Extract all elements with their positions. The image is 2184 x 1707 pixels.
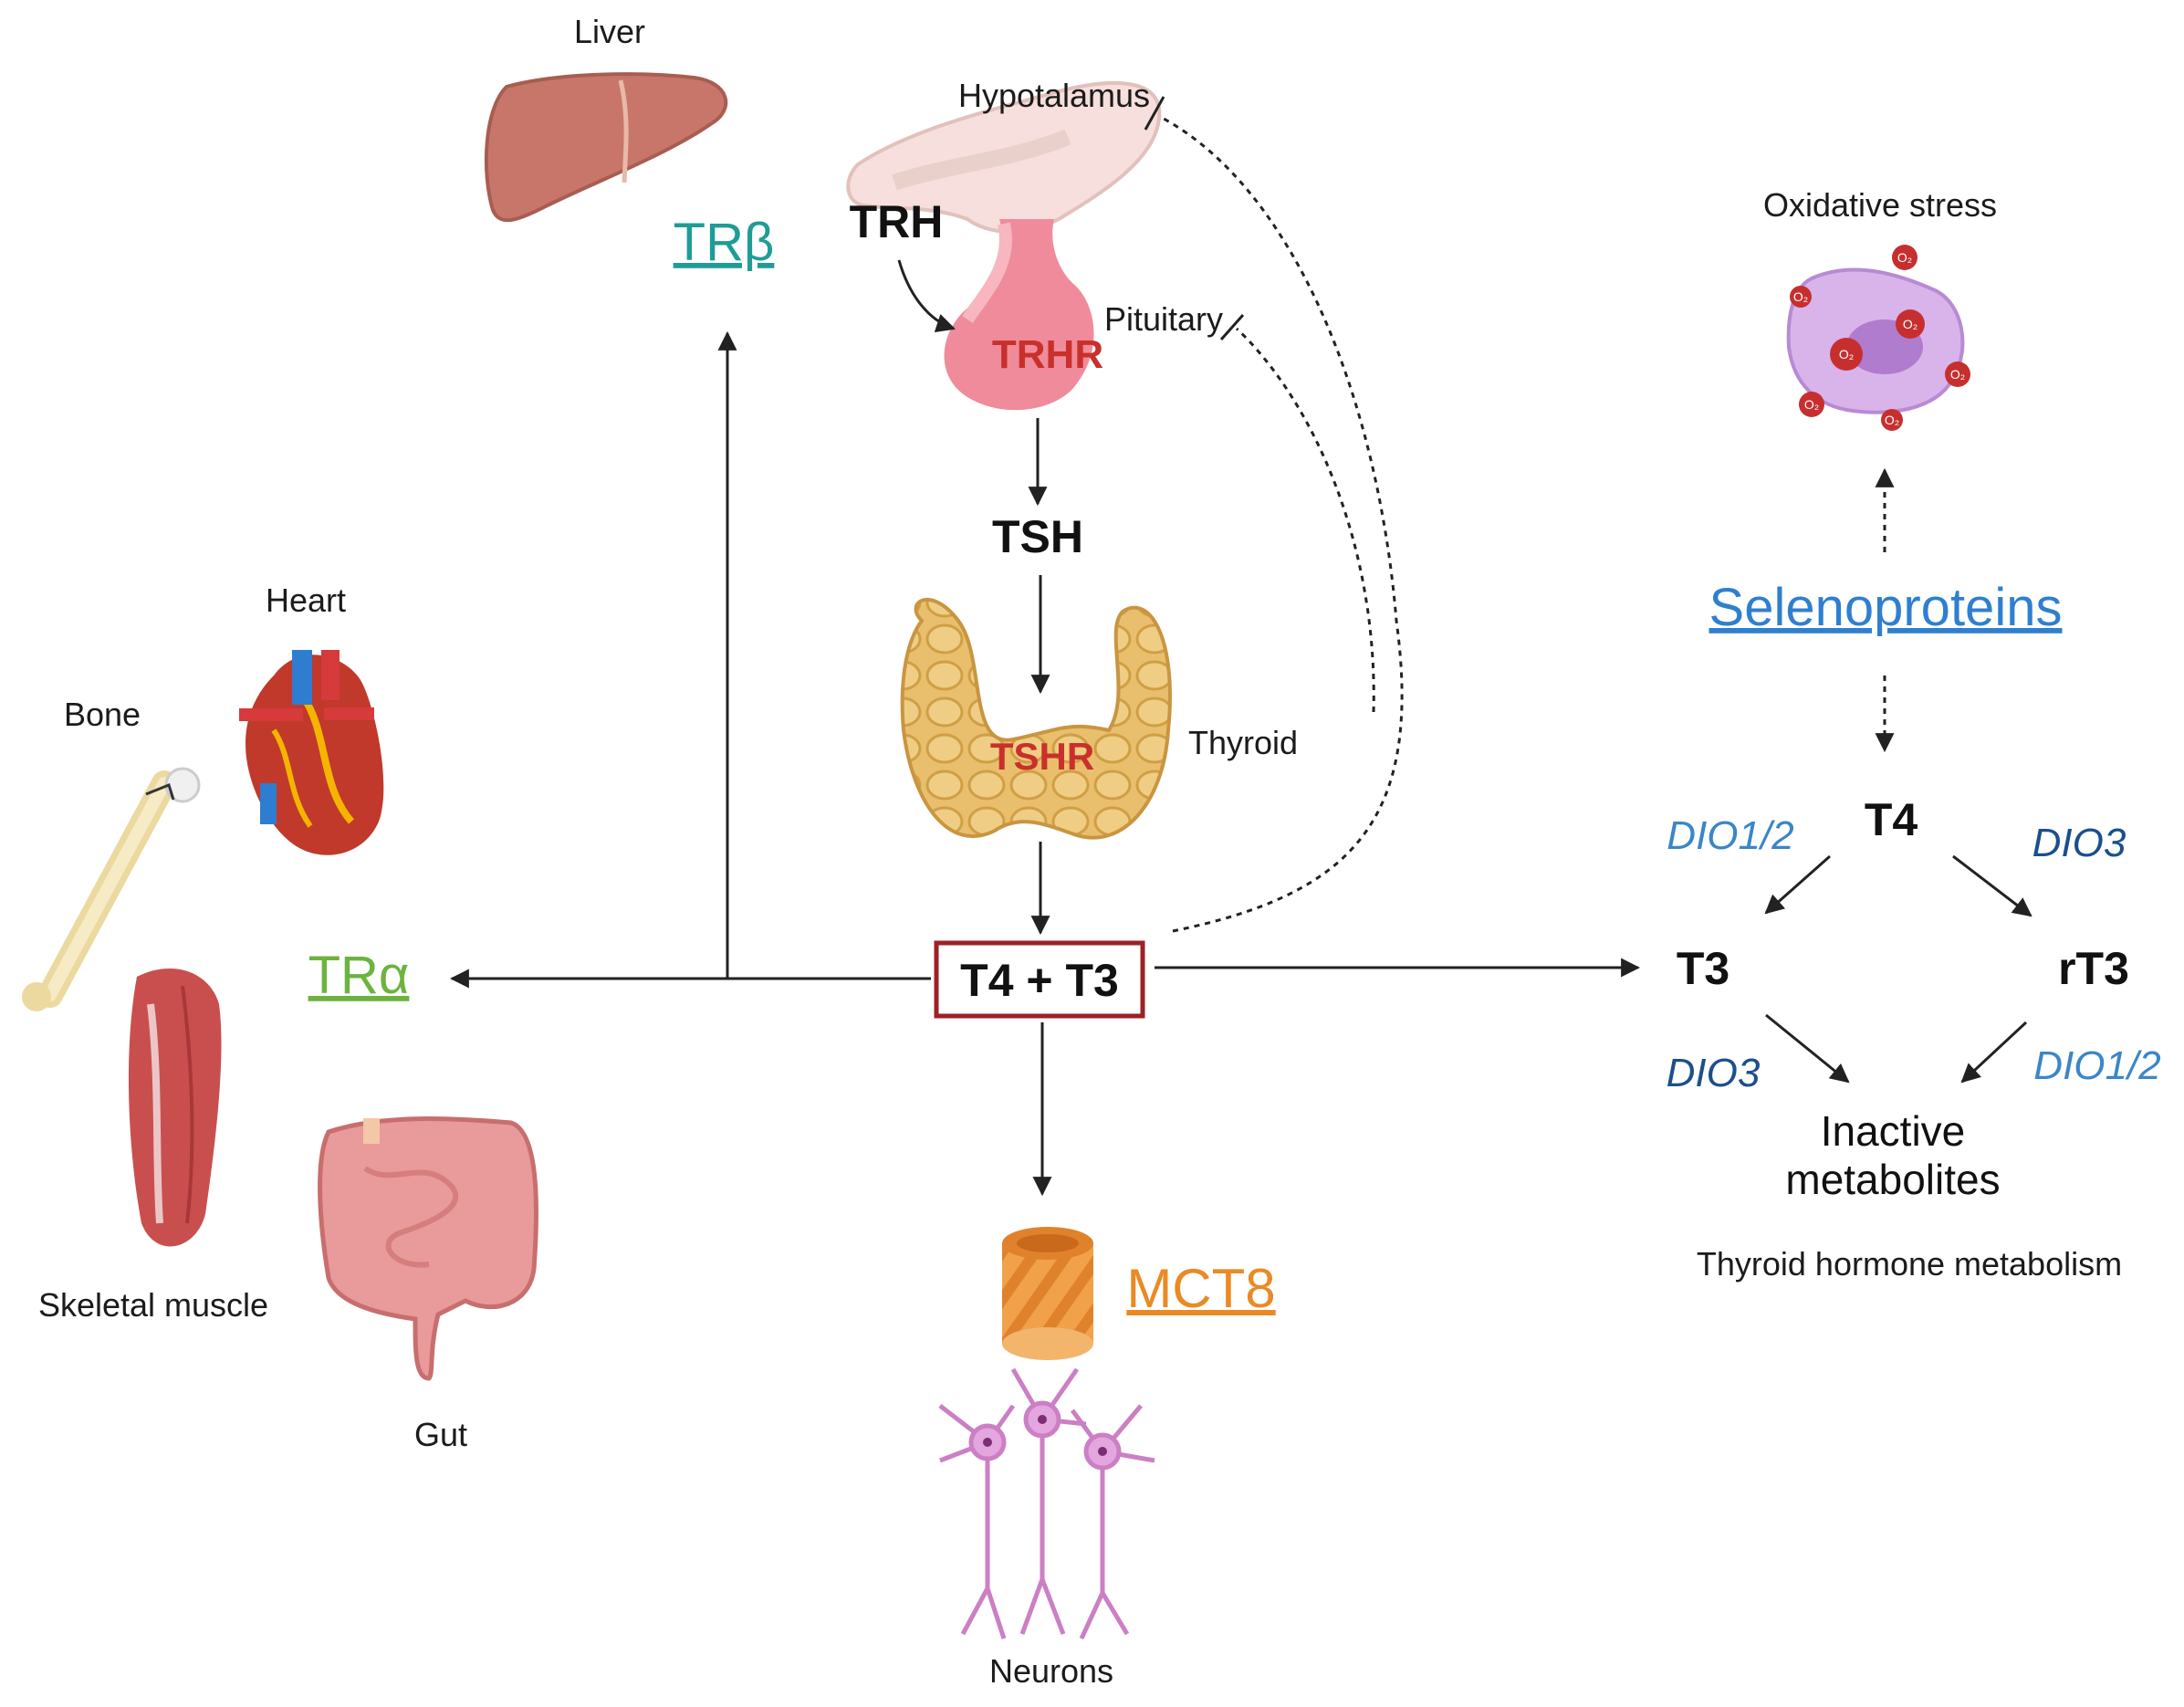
t3-to-inactive-arrow <box>1765 1013 1850 1084</box>
hypothalamus-icon <box>846 80 1162 234</box>
feedback-hypothalamus-bar <box>1144 96 1165 131</box>
tr-alpha-label: TRα <box>308 946 410 1005</box>
dio12-right-label: DIO1/2 <box>2033 1043 2160 1088</box>
t4-to-rt3-arrow <box>1952 854 2032 917</box>
tsh-label: TSH <box>992 511 1083 562</box>
bone-label: Bone <box>64 696 141 733</box>
t4-t3-label: T4 + T3 <box>960 955 1119 1006</box>
mct8-label: MCT8 <box>1126 1258 1275 1319</box>
t4-t3-box <box>934 940 1145 1019</box>
dio12-left-label: DIO1/2 <box>1667 813 1793 858</box>
feedback-pituitary-bar <box>1219 314 1245 340</box>
dio3-right-label: DIO3 <box>2032 821 2127 865</box>
tshr-label: TSHR <box>990 735 1094 778</box>
pituitary-icon <box>944 219 1094 411</box>
svg-text:O₂: O₂ <box>1804 397 1819 412</box>
tr-beta-label: TRβ <box>674 213 775 272</box>
heart-icon <box>239 650 384 855</box>
ros-stars: O₂ O₂ O₂ O₂ O₂ O₂ O₂ <box>1790 245 1970 431</box>
feedback-to-pituitary <box>1235 327 1375 713</box>
gut-icon <box>318 1116 538 1381</box>
gut-label: Gut <box>414 1416 467 1453</box>
skeletal-muscle-label: Skeletal muscle <box>38 1286 268 1324</box>
thyroid-label: Thyroid <box>1188 724 1298 761</box>
t4-to-t3-arrow <box>1764 854 1831 915</box>
oxidative-stress-label: Oxidative stress <box>1763 186 1997 224</box>
trh-arrow <box>897 259 956 332</box>
heart-label: Heart <box>266 581 346 619</box>
hypothalamus-label: Hypotalamus <box>958 77 1150 114</box>
oxidative-stress-cell-icon <box>1786 267 1965 414</box>
svg-text:O₂: O₂ <box>1793 289 1808 304</box>
bone-icon <box>22 767 201 1011</box>
pituitary-label: Pituitary <box>1104 300 1223 338</box>
svg-text:O₂: O₂ <box>1897 250 1912 265</box>
liver-label: Liver <box>574 13 645 50</box>
trh-label: TRH <box>850 196 944 247</box>
rt3-to-inactive-arrow <box>1960 1021 2028 1084</box>
dio3-left-label: DIO3 <box>1667 1051 1761 1095</box>
inactive-metabolites-line2: metabolites <box>1785 1156 2000 1203</box>
t4-label: T4 <box>1865 794 1918 845</box>
svg-text:O₂: O₂ <box>1950 367 1965 382</box>
neurons-icon <box>938 1367 1155 1640</box>
neurons-label: Neurons <box>989 1652 1113 1690</box>
feedback-to-hypothalamus <box>1163 117 1404 933</box>
mct8-transporter-icon <box>1002 1227 1093 1360</box>
inactive-metabolites-line1: Inactive <box>1821 1107 1966 1155</box>
svg-text:O₂: O₂ <box>1903 317 1918 331</box>
liver-icon <box>484 72 728 223</box>
trhr-label: TRHR <box>992 332 1103 377</box>
skeletal-muscle-icon <box>128 969 222 1247</box>
selenoproteins-label: Selenoproteins <box>1709 578 2063 637</box>
metabolism-caption: Thyroid hormone metabolism <box>1697 1245 2122 1283</box>
rt3-label: rT3 <box>2058 943 2129 994</box>
t3-label: T3 <box>1677 943 1729 994</box>
svg-text:O₂: O₂ <box>1885 413 1899 427</box>
svg-text:O₂: O₂ <box>1839 347 1854 361</box>
